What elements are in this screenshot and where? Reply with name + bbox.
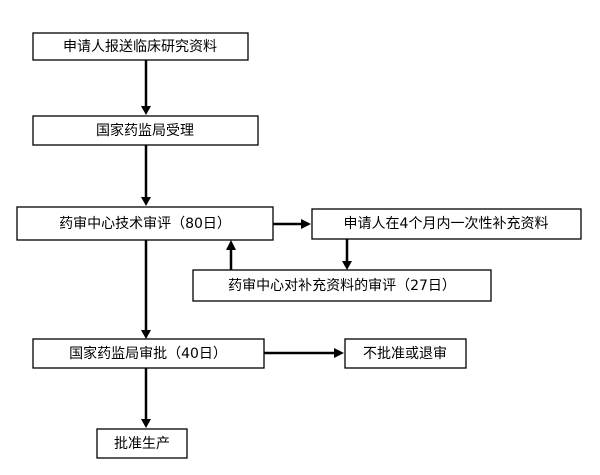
arrowhead-supplement-review [342,261,352,270]
arrowhead-accept [141,106,151,115]
arrowhead-review-return [226,240,236,250]
arrowhead-approval [141,330,151,339]
node-supplement: 申请人在4个月内一次性补充资料 [311,208,582,240]
arrowhead-reject [334,348,344,358]
node-produce: 批准生产 [96,428,188,459]
node-approval: 国家药监局审批（40日） [32,338,265,369]
node-produce-label: 批准生产 [114,436,170,452]
node-reject: 不批准或退审 [344,338,467,369]
node-accept-label: 国家药监局受理 [96,122,194,139]
node-submit-label: 申请人报送临床研究资料 [63,39,217,55]
node-review: 药审中心技术审评（80日） [16,206,274,241]
node-approval-label: 国家药监局审批（40日） [69,345,227,362]
node-reject-label: 不批准或退审 [363,346,447,362]
node-supplement-review-label: 药审中心对补充资料的审评（27日） [228,278,456,294]
node-submit: 申请人报送临床研究资料 [32,32,249,61]
arrowhead-produce [141,419,151,428]
arrowhead-review [141,197,151,206]
arrowhead-supplement [301,219,311,229]
node-review-label: 药审中心技术审评（80日） [59,216,231,232]
node-supplement-review: 药审中心对补充资料的审评（27日） [192,269,492,302]
node-supplement-label: 申请人在4个月内一次性补充资料 [344,216,549,232]
node-accept: 国家药监局受理 [32,115,259,146]
